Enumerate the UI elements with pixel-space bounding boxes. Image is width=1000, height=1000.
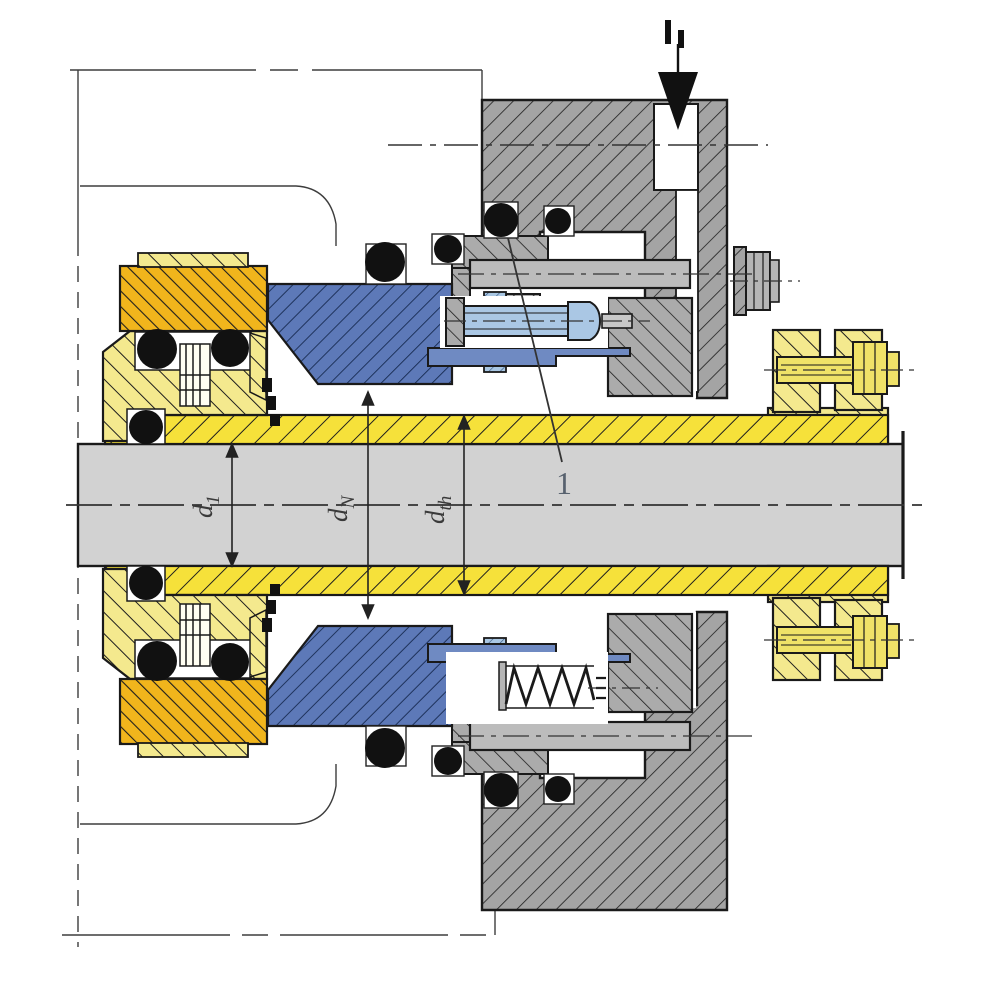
dim-label-dN: dN	[323, 495, 359, 523]
arrow-head	[658, 72, 698, 130]
shaft-sleeve	[103, 406, 890, 604]
dim-label-dth: dth	[420, 496, 456, 524]
clamp-bolt-head-bottom	[852, 615, 888, 669]
dim-dN: dN	[323, 389, 375, 621]
gold-clamp-ring-bottom	[118, 677, 269, 746]
dimensions: d1 dN dth	[188, 389, 471, 621]
dim-dth: dth	[420, 413, 471, 597]
set-screw-top	[440, 296, 633, 348]
clamp-collar-bottom	[771, 596, 900, 682]
wave-spring-bottom	[179, 603, 211, 667]
item-number-label: 1	[556, 465, 572, 501]
dim-label-d1: d1	[188, 495, 224, 518]
pump-housing-outline	[62, 69, 496, 947]
center-lines	[66, 144, 926, 737]
left-seal-cover-bottom	[101, 565, 280, 758]
flush-port-arrow	[658, 20, 698, 130]
left-seal-cover-top	[101, 252, 280, 445]
dim-d1: d1	[188, 441, 239, 569]
seat-band-top	[427, 347, 631, 367]
spring-coils	[504, 662, 596, 709]
port-tick-left	[665, 20, 671, 44]
o-rings	[129, 201, 575, 809]
gold-clamp-ring-top	[118, 264, 269, 333]
clamp-collar-top	[771, 328, 900, 414]
item-leader: 1	[507, 237, 572, 501]
wave-spring-top	[179, 343, 211, 407]
clamp-bolt-head-top	[852, 341, 888, 395]
coil-spring-bottom	[446, 652, 608, 724]
port-tick-right	[678, 30, 684, 48]
